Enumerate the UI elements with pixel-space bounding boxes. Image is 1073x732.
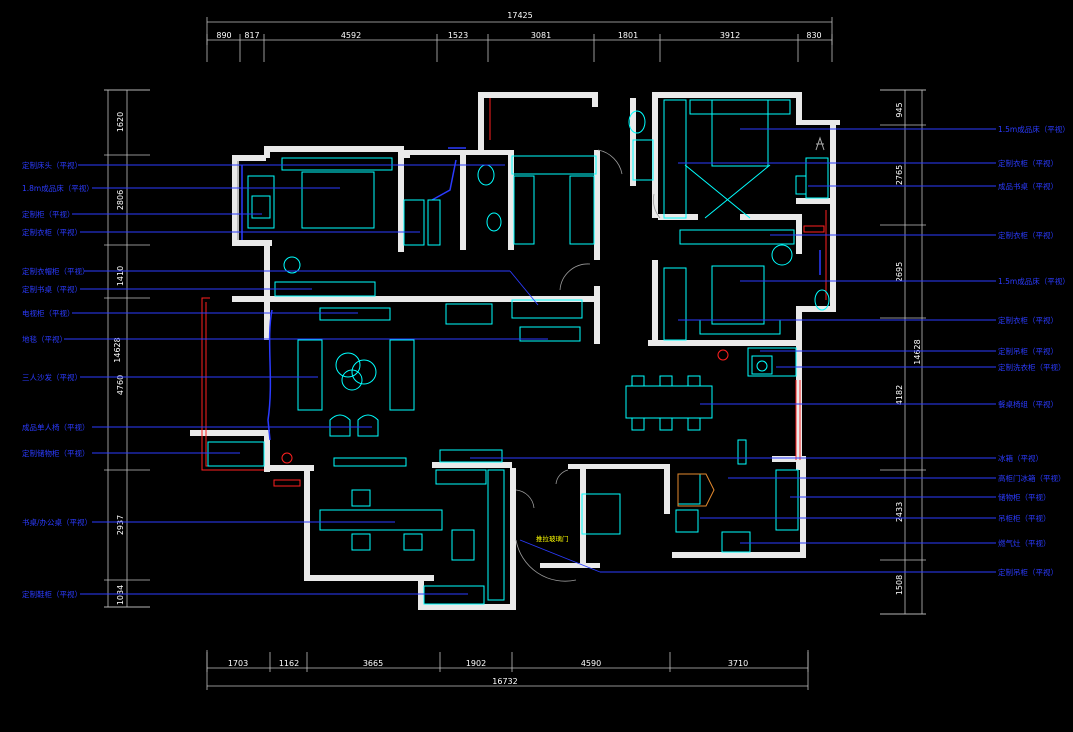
right-label-7: 定制吊柜（平视） <box>998 346 1058 356</box>
top-dim-6: 1801 <box>618 31 638 40</box>
top-dim-4: 1523 <box>448 31 468 40</box>
right-label-11: 高柜门冰箱（平视） <box>998 473 1066 483</box>
left-label-2: 1.8m成品床（平视） <box>22 183 94 193</box>
right-label-3: 成品书桌（平视） <box>998 181 1058 191</box>
left-label-1: 定制床头（平视） <box>22 160 82 170</box>
top-dim-2: 817 <box>244 31 259 40</box>
right-label-12: 储物柜（平视） <box>998 492 1051 502</box>
right-label-9: 餐桌椅组（平视） <box>998 399 1058 409</box>
bottom-dim-6: 3710 <box>728 659 748 668</box>
left-label-7: 电视柜（平视） <box>22 308 75 318</box>
bottom-dimensions: 1703 1162 3665 1902 4590 3710 16732 <box>206 650 809 690</box>
right-label-8: 定制洗衣柜（平视） <box>998 362 1066 372</box>
left-dim-6: 1034 <box>116 585 125 605</box>
left-label-4: 定制衣柜（平视） <box>22 227 82 237</box>
left-dim-2: 2806 <box>116 190 125 210</box>
washing-machine-icon <box>751 355 773 375</box>
left-dimensions: 14628 1620 2806 1410 4760 2937 1034 <box>104 89 150 608</box>
left-label-12: 书桌/办公桌（平视） <box>22 517 92 527</box>
right-label-4: 定制衣柜（平视） <box>998 230 1058 240</box>
sliding-door-label: 推拉玻璃门 <box>536 534 569 543</box>
right-label-2: 定制衣柜（平视） <box>998 158 1058 168</box>
right-dim-1: 945 <box>895 102 904 117</box>
bottom-total-dim: 16732 <box>492 677 517 686</box>
right-label-list: 1.5m成品床（平视） 定制衣柜（平视） 成品书桌（平视） 定制衣柜（平视） 1… <box>998 124 1070 577</box>
furniture <box>207 99 830 605</box>
right-label-13: 吊柜柜（平视） <box>998 513 1051 523</box>
left-label-3: 定制柜（平视） <box>22 209 75 219</box>
left-label-13: 定制鞋柜（平视） <box>22 589 82 599</box>
top-dim-3: 4592 <box>341 31 361 40</box>
blue-lines <box>241 147 821 441</box>
top-dim-5: 3081 <box>531 31 551 40</box>
bottom-dim-4: 1902 <box>466 659 486 668</box>
right-dim-4: 4182 <box>895 385 904 405</box>
left-leaders <box>64 164 548 595</box>
left-label-11: 定制储物柜（平视） <box>22 448 90 458</box>
top-dim-7: 3912 <box>720 31 740 40</box>
right-label-10: 冰箱（平视） <box>998 453 1043 463</box>
right-label-15: 定制吊柜（平视） <box>998 567 1058 577</box>
left-total-dim: 14628 <box>113 337 122 362</box>
left-label-9: 三人沙发（平视） <box>22 372 82 382</box>
bottom-dim-2: 1162 <box>279 659 299 668</box>
bottom-dim-5: 4590 <box>581 659 601 668</box>
right-label-1: 1.5m成品床（平视） <box>998 124 1070 134</box>
bottom-dim-1: 1703 <box>228 659 248 668</box>
right-dim-5: 2433 <box>895 502 904 522</box>
left-dim-4: 4760 <box>116 375 125 395</box>
left-label-6: 定制书桌（平视） <box>22 284 82 294</box>
right-label-6: 定制衣柜（平视） <box>998 315 1058 325</box>
right-dimensions: 14628 945 2765 2695 4182 2433 1508 <box>880 89 926 615</box>
left-label-10: 成品单人椅（平视） <box>22 422 90 432</box>
plant-icon <box>815 136 825 151</box>
right-total-dim: 14628 <box>913 339 922 364</box>
left-dim-1: 1620 <box>116 112 125 132</box>
right-label-14: 燃气灶（平视） <box>998 538 1051 548</box>
top-dim-1: 890 <box>216 31 231 40</box>
red-symbols <box>273 225 825 487</box>
left-label-list: 定制床头（平视） 1.8m成品床（平视） 定制柜（平视） 定制衣柜（平视） 定制… <box>22 160 94 599</box>
right-dim-3: 2695 <box>895 262 904 282</box>
left-dim-3: 1410 <box>116 266 125 286</box>
door-arcs <box>515 149 661 582</box>
right-dim-2: 2765 <box>895 165 904 185</box>
top-dim-8: 830 <box>806 31 821 40</box>
walls <box>190 92 840 610</box>
right-dim-6: 1508 <box>895 575 904 595</box>
right-label-5: 1.5m成品床（平视） <box>998 276 1070 286</box>
right-leaders <box>470 128 996 573</box>
left-dim-5: 2937 <box>116 515 125 535</box>
top-total-dim: 17425 <box>507 11 532 20</box>
kitchen-counter <box>677 473 715 507</box>
red-lines <box>201 98 827 471</box>
top-dimensions: 17425 890 817 4592 1523 3081 1801 3912 8… <box>206 11 833 62</box>
left-label-5: 定制衣帽柜（平视） <box>22 266 90 276</box>
left-label-8: 地毯（平视） <box>22 334 67 344</box>
bottom-dim-3: 3665 <box>363 659 383 668</box>
